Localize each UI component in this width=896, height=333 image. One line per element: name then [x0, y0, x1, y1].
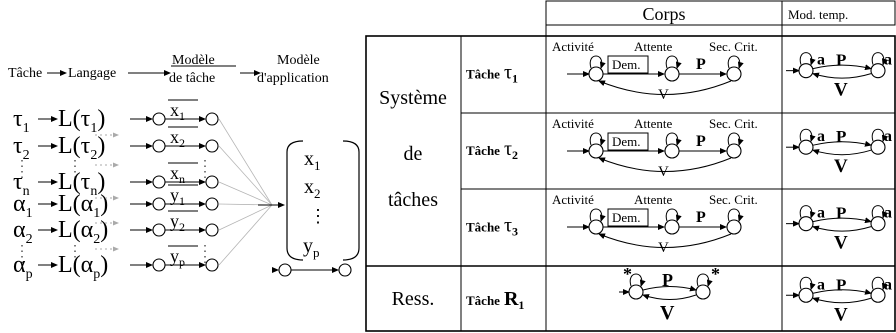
- edge-label-a: a: [884, 205, 892, 222]
- group-label-systeme: Système: [379, 87, 447, 109]
- pipeline-header: Tâche Langage Modèle de tâche Modèle d'a…: [8, 53, 329, 86]
- application-vector: x1 x2 ⋮ yp: [272, 140, 360, 277]
- edge-label-v: V: [834, 80, 848, 101]
- task-model-variable: x1: [170, 100, 185, 123]
- edge-label-v: V: [834, 233, 848, 254]
- group-label-de: de: [404, 143, 423, 165]
- header-corps: Corps: [642, 4, 685, 24]
- edge-label-p: P: [696, 56, 706, 73]
- ress-label: Ress.: [392, 288, 435, 310]
- language-expression: L(α1): [58, 191, 108, 221]
- edge-label-v: V: [658, 240, 669, 256]
- label-tache: Tâche: [8, 66, 42, 81]
- edge-label-dem: Dem.: [612, 210, 641, 225]
- state-label-activite: Activité: [552, 116, 594, 131]
- edge-label-p: P: [836, 51, 846, 70]
- state-label-sec-crit: Sec. Crit.: [709, 116, 758, 131]
- group-label-taches: tâches: [388, 189, 438, 211]
- task-symbol: τ1: [13, 106, 30, 136]
- edge-label-p: P: [836, 204, 846, 223]
- edge-label-v: V: [658, 164, 669, 180]
- vector-entry-2: x2: [304, 176, 321, 201]
- language-expression: L(αp): [58, 252, 108, 282]
- edge-label-dem: Dem.: [612, 57, 641, 72]
- edge-label-a: a: [817, 276, 825, 293]
- task-model-variable: xn: [170, 163, 185, 186]
- edge-label-v: V: [834, 156, 848, 177]
- edge-label-a: a: [884, 276, 892, 293]
- task-model-variable: y2: [170, 211, 185, 234]
- edge-label-p: P: [836, 275, 846, 294]
- edge-label-p: P: [662, 270, 673, 290]
- language-expression: L(τ2): [58, 133, 105, 163]
- task-model-variable: x2: [170, 127, 185, 150]
- language-expression: L(τ1): [58, 106, 105, 136]
- task-symbol: τn: [13, 169, 30, 199]
- state-label-attente: Attente: [634, 116, 672, 131]
- state-label-sec-crit: Sec. Crit.: [709, 39, 758, 54]
- edge-label-p: P: [696, 209, 706, 226]
- edge-label-v: V: [834, 304, 848, 325]
- task-symbol: αp: [13, 252, 33, 282]
- edge-label-a: a: [884, 128, 892, 145]
- vector-entry-3: ⋮: [309, 206, 327, 226]
- edge-label-p: P: [836, 127, 846, 146]
- task-symbol: α2: [13, 217, 33, 247]
- edge-label-a: a: [817, 128, 825, 145]
- edge-label-star: *: [623, 264, 632, 284]
- label-modele-tache-2: de tâche: [169, 71, 215, 86]
- task-symbol: τ2: [13, 133, 30, 163]
- task-symbol: α1: [13, 191, 33, 221]
- edge-label-dem: Dem.: [612, 134, 641, 149]
- table-grid: [365, 0, 896, 332]
- language-expression: L(τn): [58, 169, 105, 199]
- edge-label-a: a: [817, 205, 825, 222]
- vector-entry-1: x1: [304, 148, 321, 173]
- task-model-variable: yp: [170, 246, 185, 269]
- state-label-activite: Activité: [552, 192, 594, 207]
- edge-label-p: P: [696, 133, 706, 150]
- state-label-sec-crit: Sec. Crit.: [709, 192, 758, 207]
- edge-label-a: a: [884, 52, 892, 69]
- state-label-activite: Activité: [552, 39, 594, 54]
- header-mod-temp: Mod. temp.: [788, 7, 848, 22]
- label-modele-tache-1: Modèle: [172, 53, 215, 68]
- edge-label-a: a: [817, 52, 825, 69]
- label-modele-app-2: d'application: [257, 71, 329, 86]
- label-modele-app-1: Modèle: [277, 53, 320, 68]
- edge-label-star: *: [711, 264, 720, 284]
- vector-entry-4: yp: [303, 235, 320, 260]
- edge-label-v: V: [660, 302, 675, 324]
- label-langage: Langage: [68, 66, 116, 81]
- state-label-attente: Attente: [634, 192, 672, 207]
- task-model-variable: y1: [170, 185, 185, 208]
- language-expression: L(α2): [58, 217, 108, 247]
- state-label-attente: Attente: [634, 39, 672, 54]
- edge-label-v: V: [658, 87, 669, 103]
